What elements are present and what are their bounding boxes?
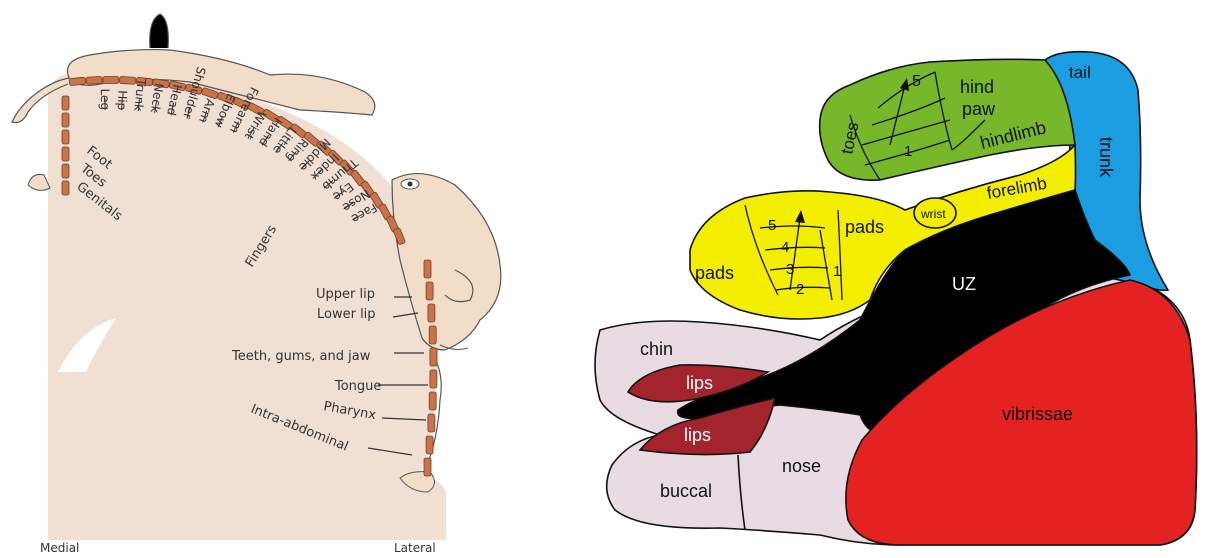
label-lower-lip: Lower lip	[317, 307, 376, 322]
cortical-segment	[103, 76, 119, 83]
label-teeth-gums-jaw: Teeth, gums, and jaw	[231, 349, 371, 364]
cortical-segment	[120, 76, 136, 84]
cortical-segment	[426, 282, 433, 300]
label-tail: tail	[1069, 63, 1091, 82]
cortical-segment	[424, 458, 431, 476]
label-tongue: Tongue	[334, 379, 381, 394]
cortical-segment	[426, 436, 433, 454]
label-hip: Hip	[115, 90, 130, 111]
cortical-segment	[424, 260, 431, 278]
cortical-segment	[62, 164, 69, 178]
cortical-segment	[428, 304, 435, 322]
cortical-segment	[429, 326, 436, 344]
label-lateral: Lateral	[394, 541, 436, 555]
cortical-segment	[428, 414, 435, 432]
label-lips-upper: lips	[686, 373, 713, 393]
label-trunk: trunk	[1096, 137, 1116, 178]
label-upper-lip: Upper lip	[316, 287, 375, 302]
label-pads-upper: pads	[845, 217, 884, 237]
label-chin: chin	[640, 339, 673, 359]
cortical-segment	[62, 147, 69, 161]
cortical-segment	[430, 370, 437, 388]
cortical-segment	[429, 392, 436, 410]
cortical-segment	[62, 96, 69, 110]
label-fore-digit-5: 5	[768, 217, 776, 234]
label-fore-digit-4: 4	[781, 239, 789, 256]
label-fore-digit-1: 1	[833, 263, 841, 280]
cortical-segment	[62, 181, 69, 195]
label-hind: hind	[960, 77, 994, 97]
rat-map-panel: tail trunk hind paw hindlimb toes 5 1 fo…	[595, 52, 1197, 545]
cortex-section	[48, 72, 446, 540]
cortical-segment	[69, 77, 86, 86]
label-lips-lower: lips	[684, 425, 711, 445]
label-pads-left: pads	[695, 263, 734, 283]
cortical-segment	[62, 130, 69, 144]
cortical-segment	[62, 113, 69, 127]
label-uz: UZ	[952, 274, 976, 294]
label-wrist: wrist	[920, 207, 946, 221]
label-leg: Leg	[98, 88, 112, 110]
label-fore-digit-2: 2	[796, 281, 804, 298]
cortical-segment	[86, 76, 102, 84]
label-fore-digit-3: 3	[786, 261, 794, 278]
label-hind-digit-1: 1	[904, 143, 912, 160]
label-hind-digit-5: 5	[912, 73, 921, 90]
label-buccal: buccal	[660, 481, 712, 501]
label-medial: Medial	[40, 541, 79, 555]
label-vibrissae: vibrissae	[1002, 404, 1073, 424]
label-nose: nose	[782, 456, 821, 476]
cortical-segment	[430, 348, 437, 366]
label-paw: paw	[962, 99, 996, 119]
